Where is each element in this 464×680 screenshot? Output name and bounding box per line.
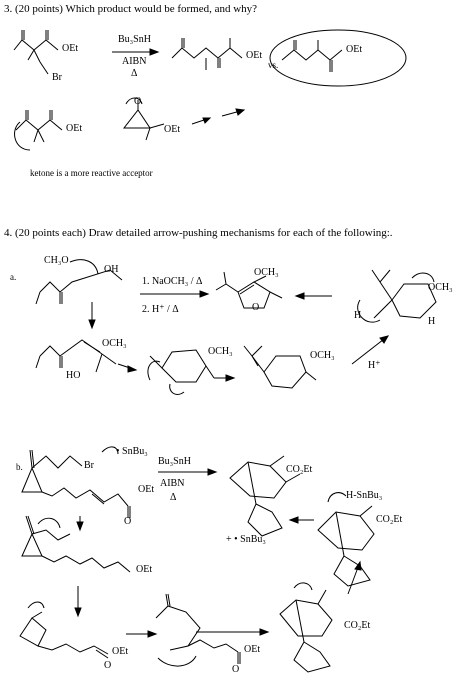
- q4b-sm-o: O: [124, 516, 132, 527]
- q4a-hplus: H⁺: [368, 360, 381, 371]
- q4b-macrocycle-o: O: [232, 664, 240, 675]
- q3-product1-oet: OEt: [246, 50, 263, 61]
- q4b-part-label: b.: [16, 462, 23, 472]
- q4a-enolate-och3: OCH₃: [102, 338, 127, 349]
- q3-vs-label: vs.: [268, 60, 279, 70]
- q4a-oxonium-intermediate: [357, 269, 437, 323]
- q4a-alkoxide-och3: OCH₃: [208, 346, 233, 357]
- q3-product-1: [171, 38, 243, 70]
- q3-radical-intermediate: [14, 110, 63, 151]
- q3-heat-symbol: Δ: [131, 68, 138, 79]
- q4a-enolate-ho: HO: [66, 370, 81, 381]
- q4a-cyclic-och3: OCH₃: [310, 350, 335, 361]
- q4b-heat-symbol: Δ: [170, 492, 177, 503]
- q3-product-2: [281, 40, 343, 72]
- q4b-bicyclic-o: O: [104, 660, 112, 671]
- q4b-sm-oet: OEt: [138, 484, 155, 495]
- q4b-macrocycle-oet: OEt: [244, 644, 261, 655]
- q4b-h-snbu3: H-SnBu₃: [346, 490, 383, 501]
- q4b-snbu3-byproduct: + • SnBu₃: [226, 534, 266, 545]
- q3-br-label: Br: [52, 72, 62, 83]
- q4b-reagent-2: AIBN: [160, 478, 185, 489]
- q4a-furan-och3: OCH₃: [254, 267, 279, 278]
- q4a-oxonium-h2: H: [428, 316, 436, 327]
- q4a-furan-product: [215, 271, 283, 309]
- q4b-reagent-1: Bu₃SnH: [158, 456, 191, 467]
- q4a-alkoxide-intermediate: [147, 349, 215, 395]
- q4b-alkyl-radical: [21, 515, 131, 573]
- q4b-radical-co2et: CO₂Et: [376, 514, 403, 525]
- q4b-bicyclic-oet: OEt: [112, 646, 129, 657]
- q3-reagent-2: AIBN: [122, 56, 147, 67]
- question-3-title: 3. (20 points) Which product would be fo…: [4, 3, 258, 15]
- q4b-hydrogen-abstraction: [317, 492, 375, 587]
- q4a-oh-label: OH: [104, 264, 119, 275]
- q3-starting-material: [13, 30, 59, 75]
- q4a-step-2: 2. H⁺ / Δ: [142, 304, 179, 315]
- q3-answer-circle: [269, 29, 407, 87]
- q4b-snbu3-radical: • SnBu₃: [116, 446, 148, 457]
- q4a-oxonium-h: H: [354, 310, 362, 321]
- q4a-step-1: 1. NaOCH₃ / Δ: [142, 276, 203, 287]
- q4b-tricyclic-co2et: CO₂Et: [344, 620, 371, 631]
- question-4-title: 4. (20 points each) Draw detailed arrow-…: [4, 227, 393, 239]
- q4a-cyclic-intermediate: [243, 345, 317, 389]
- q3-cyclopropane-oet: OEt: [164, 124, 181, 135]
- q4a-enolate-intermediate: [35, 339, 117, 373]
- q3-product2-oet: OEt: [346, 44, 363, 55]
- q4a-oxonium-och3: OCH₃: [428, 282, 453, 293]
- q4b-tricyclic-product: [229, 455, 301, 537]
- q4b-radical-oet: OEt: [136, 564, 153, 575]
- q3-intermediate-oet: OEt: [66, 123, 83, 134]
- q4b-tricyclic-radical: [279, 582, 333, 673]
- q3-reagent-1: Bu₃SnH: [118, 34, 151, 45]
- q3-oet-label: OEt: [62, 43, 79, 54]
- q4b-bicyclic-radical: [19, 601, 109, 659]
- q4a-furan-o: O: [252, 302, 260, 313]
- q3-answer-note: ketone is a more reactive acceptor: [30, 168, 153, 178]
- q4b-starting-material: [21, 446, 131, 518]
- q4a-methoxide: CH₃O: [44, 255, 69, 266]
- q4a-part-label: a.: [10, 272, 17, 282]
- q4b-br-label: Br: [84, 460, 94, 471]
- q3-cyclopropane-intermediate: [122, 97, 165, 141]
- q4b-macrocycle-radical: [155, 593, 241, 667]
- q4a-starting-material: [35, 259, 123, 305]
- q3-cyclopropane-o: O: [134, 96, 142, 107]
- q4b-product-co2et: CO₂Et: [286, 464, 313, 475]
